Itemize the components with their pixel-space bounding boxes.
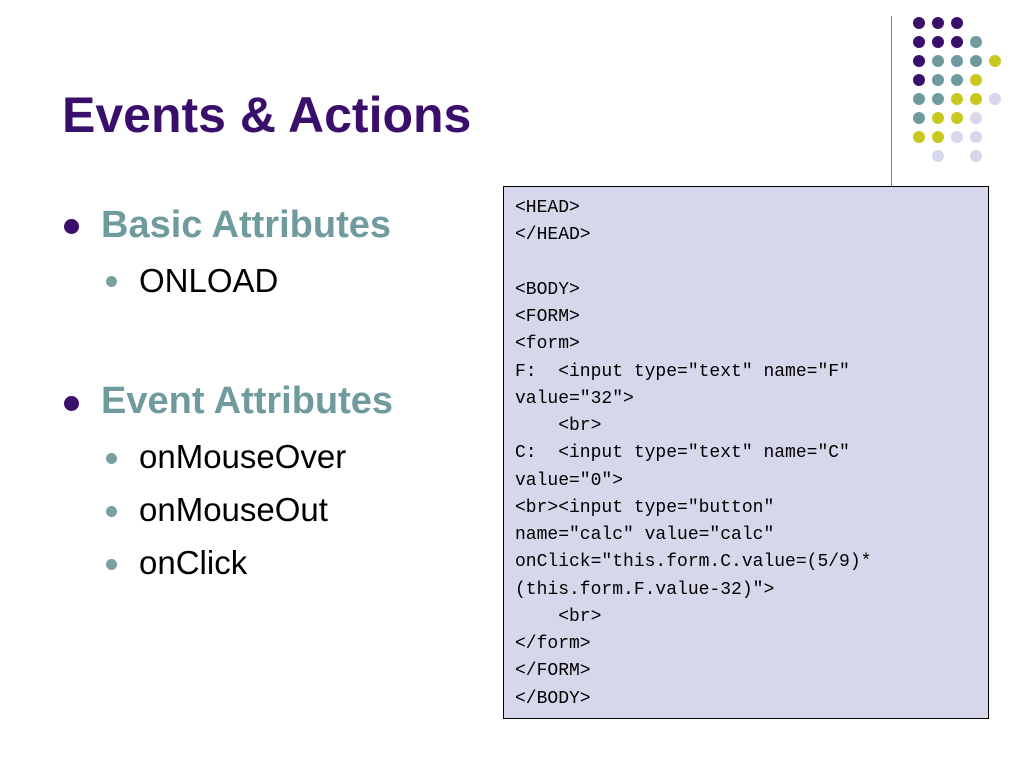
bullet-dot bbox=[64, 219, 79, 234]
sub-bullet-dot bbox=[106, 453, 117, 464]
list-item-onmouseover: onMouseOver bbox=[139, 438, 347, 475]
decorative-dot bbox=[913, 17, 925, 29]
list-item-onclick: onClick bbox=[139, 544, 248, 581]
decorative-dot bbox=[970, 36, 982, 48]
decorative-dot-grid bbox=[913, 17, 1001, 162]
decorative-dot bbox=[932, 112, 944, 124]
section-heading-basic-attributes: Basic Attributes bbox=[101, 204, 391, 246]
decorative-dot bbox=[913, 74, 925, 86]
decorative-dot bbox=[932, 36, 944, 48]
decorative-dot bbox=[970, 74, 982, 86]
decorative-dot bbox=[913, 36, 925, 48]
decorative-dot bbox=[932, 150, 944, 162]
list-item-onload: ONLOAD bbox=[139, 262, 279, 299]
sub-bullet-dot bbox=[106, 559, 117, 570]
decorative-dot bbox=[951, 36, 963, 48]
slide-title: Events & Actions bbox=[62, 87, 472, 143]
decorative-dot bbox=[970, 150, 982, 162]
sub-bullet-dot bbox=[106, 506, 117, 517]
decorative-dot bbox=[932, 131, 944, 143]
decorative-dot bbox=[932, 93, 944, 105]
decorative-dot bbox=[913, 112, 925, 124]
decorative-dot bbox=[951, 131, 963, 143]
code-listing: <HEAD> </HEAD> <BODY> <FORM> <form> F: <… bbox=[515, 198, 872, 709]
decorative-dot bbox=[970, 112, 982, 124]
decorative-dot bbox=[970, 93, 982, 105]
decorative-dot bbox=[951, 93, 963, 105]
bullet-dot bbox=[64, 396, 79, 411]
decorative-dot bbox=[951, 55, 963, 67]
list-item-onmouseout: onMouseOut bbox=[139, 491, 328, 528]
sub-bullet-dot bbox=[106, 276, 117, 287]
decorative-dot bbox=[989, 93, 1001, 105]
decorative-dot bbox=[951, 112, 963, 124]
section-heading-event-attributes: Event Attributes bbox=[101, 380, 394, 422]
decorative-dot bbox=[913, 55, 925, 67]
decorative-dot bbox=[951, 74, 963, 86]
decorative-dot bbox=[932, 55, 944, 67]
code-box: <HEAD> </HEAD> <BODY> <FORM> <form> F: <… bbox=[503, 186, 989, 719]
decorative-dot bbox=[951, 17, 963, 29]
divider-line bbox=[891, 16, 892, 186]
decorative-dot bbox=[932, 74, 944, 86]
decorative-dot bbox=[913, 93, 925, 105]
decorative-dot bbox=[932, 17, 944, 29]
decorative-dot bbox=[970, 131, 982, 143]
decorative-dot bbox=[989, 55, 1001, 67]
decorative-dot bbox=[970, 55, 982, 67]
decorative-dot bbox=[913, 131, 925, 143]
